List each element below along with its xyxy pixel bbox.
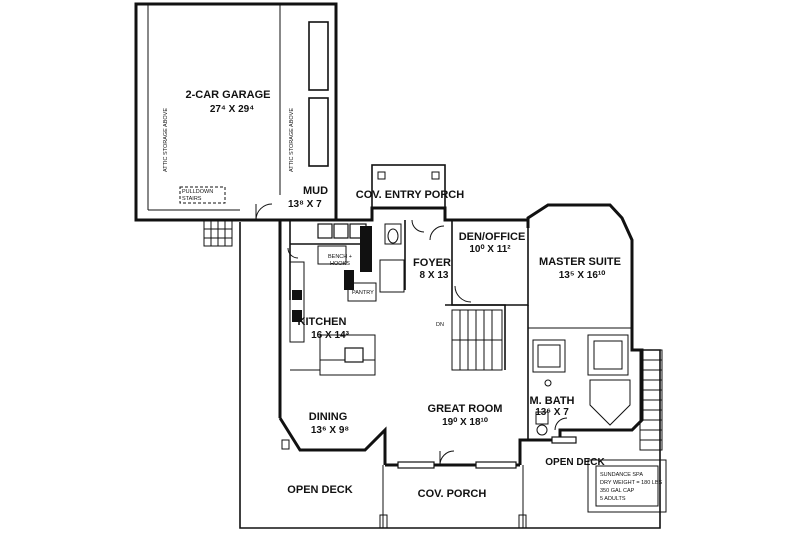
cov-porch-label: COV. PORCH — [418, 488, 487, 500]
mud-label: MUD — [303, 185, 328, 197]
dining-dim: 13⁶ X 9⁸ — [311, 425, 350, 436]
kitchen-dim: 16 X 14³ — [311, 330, 349, 341]
dn-label: DN — [436, 322, 444, 328]
kitchen-fixtures — [289, 261, 376, 376]
attic-left-label: ATTIC STORAGE ABOVE — [163, 108, 169, 172]
pulldown-stairs-label: STAIRS — [182, 196, 202, 202]
mud-fixtures — [317, 223, 405, 302]
spa-line1: SUNDANCE SPA — [600, 472, 643, 478]
dining-label: DINING — [309, 411, 348, 423]
pulldown-label: PULLDOWN — [182, 189, 213, 195]
den-dim: 10⁰ X 11² — [469, 244, 511, 255]
foyer-dim: 8 X 13 — [420, 270, 449, 281]
foyer-label: FOYER — [413, 257, 451, 269]
den-label: DEN/OFFICE — [459, 231, 526, 243]
open-deck-left-label: OPEN DECK — [287, 484, 352, 496]
hooks-label: HOOKS — [330, 261, 350, 267]
deck-outline — [239, 222, 667, 529]
bench-label: BENCH + — [328, 254, 352, 260]
spa-line3: 350 GAL CAP — [600, 488, 635, 494]
doors — [287, 219, 577, 469]
pantry-label: PANTRY — [352, 290, 374, 296]
garage-dim: 27⁴ X 29⁴ — [210, 104, 254, 115]
stairs — [451, 309, 503, 371]
spa-line2: DRY WEIGHT = 180 LBS — [600, 480, 663, 486]
bath-fixtures — [532, 334, 631, 436]
mbath-label: M. BATH — [529, 395, 574, 407]
great-room-dim: 19⁰ X 18¹⁰ — [442, 417, 488, 428]
mud-dim: 13⁸ X 7 — [288, 199, 322, 210]
open-deck-right-label: OPEN DECK — [545, 457, 605, 468]
master-label: MASTER SUITE — [539, 256, 621, 268]
garage-label: 2-CAR GARAGE — [186, 89, 271, 101]
mbath-dim: 13⁶ X 7 — [535, 407, 569, 418]
great-room-label: GREAT ROOM — [428, 403, 503, 415]
attic-right-label: ATTIC STORAGE ABOVE — [289, 108, 295, 172]
kitchen-label: KITCHEN — [298, 316, 347, 328]
spa-line4: 5 ADULTS — [600, 496, 626, 502]
entry-porch-label: COV. ENTRY PORCH — [356, 189, 464, 201]
master-dim: 13⁵ X 16¹⁰ — [559, 270, 606, 281]
garage-area — [134, 2, 338, 247]
